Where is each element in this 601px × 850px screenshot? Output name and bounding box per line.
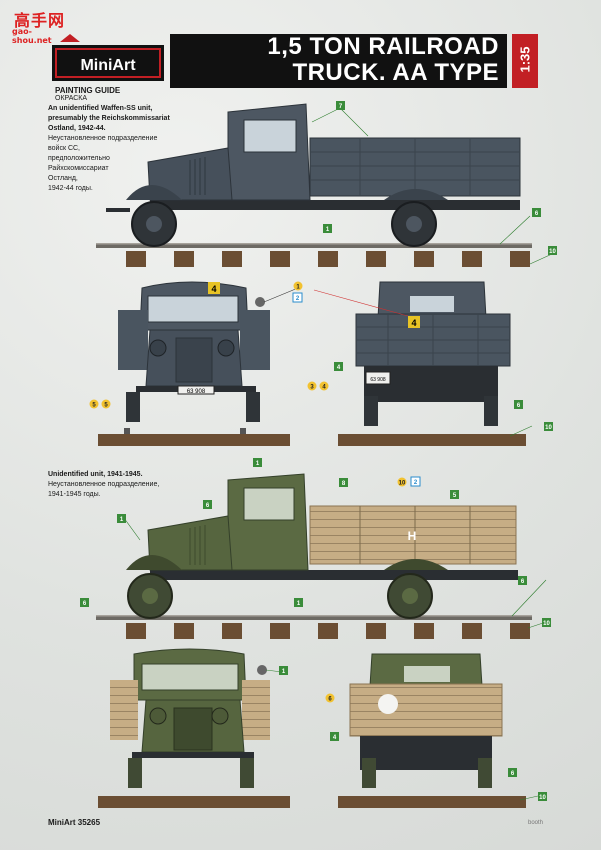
- callout-1b: 1: [296, 285, 300, 291]
- callout-6e: 6: [521, 579, 525, 585]
- truck2-front-view: [98, 648, 290, 808]
- callout-5c: 5: [453, 493, 457, 499]
- callouts: [123, 107, 553, 801]
- scheme1-ru-2: войск СС,: [48, 145, 81, 152]
- callout-6b: 6: [517, 403, 521, 409]
- cab-number-front: 4: [211, 284, 216, 294]
- footer-code: MiniArt 35265: [48, 818, 101, 827]
- scheme1-ru-3: предположительно: [48, 155, 110, 162]
- footer-right: booth: [528, 820, 544, 826]
- scale-badge: 1:35: [512, 34, 538, 88]
- title-bar: 1,5 TON RAILROAD TRUCK. AA TYPE: [170, 34, 507, 88]
- painting-guide-title: PAINTING GUIDE: [55, 86, 121, 95]
- callout-4c: 4: [333, 735, 337, 741]
- callout-1c: 1: [256, 461, 260, 467]
- callout-3: 3: [310, 385, 314, 391]
- truck1-front-view: 63 908 4: [98, 281, 290, 446]
- truck1-side-view: [96, 103, 532, 267]
- callout-2a: 2: [296, 296, 300, 302]
- scheme2-ru-1: Неустановленное подразделение,: [48, 481, 160, 488]
- callout-4b: 4: [322, 385, 326, 391]
- title-line-1: 1,5 TON RAILROAD: [267, 33, 499, 60]
- scheme1-ru-5: Остланд,: [48, 175, 78, 182]
- watermark-text: 高手网: [14, 11, 66, 30]
- scheme2-en: Unidentified unit, 1941-1945.: [48, 471, 143, 478]
- callout-5a: 5: [92, 403, 96, 409]
- callout-1a: 1: [326, 227, 330, 233]
- callout-6c: 6: [206, 503, 210, 509]
- callout-10c: 10: [399, 481, 406, 487]
- callout-1f: 1: [282, 669, 286, 675]
- painting-guide-title-ru: ОКРАСКА: [55, 95, 88, 102]
- title-line-2: TRUCK. AA TYPE: [292, 59, 499, 86]
- scheme2-caption: Unidentified unit, 1941-1945. Неустановл…: [48, 470, 159, 500]
- callout-10b: 10: [545, 425, 552, 431]
- callout-2b: 2: [414, 480, 418, 486]
- rail-track-1: [96, 243, 532, 267]
- scheme1-caption: An unidentified Waffen-SS unit, presumab…: [48, 104, 170, 194]
- plate-front-1: 63 908: [187, 389, 206, 395]
- watermark: 高手网 gao-shou.net: [6, 5, 70, 45]
- callout-badges: 7 1 6 10 1 2 4 3 4 5 5 6 10 1 6 1 8 10 2…: [0, 0, 557, 801]
- callout-10a: 10: [549, 249, 556, 255]
- plate-rear-1: 63 908: [370, 377, 386, 383]
- truck2-rear-view: [338, 653, 526, 808]
- scheme2-ru-2: 1941-1945 годы.: [48, 491, 101, 498]
- cab-number-rear: 4: [411, 318, 416, 328]
- truck1-rear-view: 63 908 4: [338, 281, 526, 446]
- callout-1d: 1: [120, 517, 124, 523]
- rail-track-2: [96, 615, 532, 639]
- callout-7: 7: [339, 104, 343, 110]
- callout-8: 8: [342, 481, 346, 487]
- truck2-side-view: H: [96, 473, 532, 639]
- brand-logo: MiniArt: [80, 57, 136, 74]
- callout-10e: 10: [539, 795, 546, 801]
- callout-4-hidden: 4: [0, 0, 2, 2]
- callout-10d: 10: [543, 621, 550, 627]
- scheme1-en-1: An unidentified Waffen-SS unit,: [48, 105, 153, 112]
- callout-6d: 6: [83, 601, 87, 607]
- scheme1-ru-6: 1942-44 годы.: [48, 185, 93, 192]
- callout-4a: 4: [337, 365, 341, 371]
- watermark-sub: gao-shou.net: [12, 27, 52, 45]
- callout-6f: 6: [328, 697, 332, 703]
- page-title: 1,5 TON RAILROAD TRUCK. AA TYPE: [267, 34, 499, 86]
- scheme1-ru-4: Райхскомиссариат: [48, 165, 109, 172]
- scheme1-ru-1: Неустановленное подразделение: [48, 135, 158, 142]
- callout-6a: 6: [535, 211, 539, 217]
- scheme1-en-2: presumably the Reichskommissariat: [48, 115, 170, 122]
- callout-1e: 1: [297, 601, 301, 607]
- callout-5b: 5: [104, 403, 108, 409]
- callout-6g: 6: [511, 771, 515, 777]
- box-letter: H: [408, 529, 417, 543]
- scheme1-en-3: Ostland, 1942-44.: [48, 125, 106, 132]
